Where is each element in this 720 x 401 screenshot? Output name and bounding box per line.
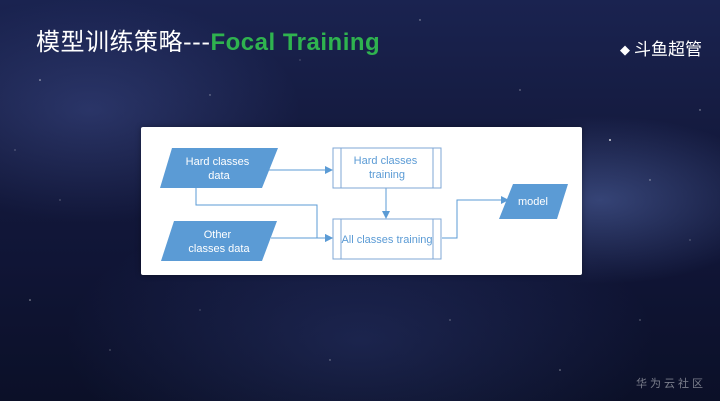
svg-text:Hard classes training: Hard classes training — [354, 155, 421, 181]
node-label: training — [369, 169, 405, 181]
node-hard-classes-training: Hard classes training — [332, 147, 442, 189]
node-all-classes-training: All classes training — [332, 218, 442, 260]
svg-text:Other classes data: Other classes data — [188, 229, 250, 255]
title-highlight: Focal Training — [210, 29, 381, 56]
node-hard-classes-data: Hard classes data — [160, 148, 278, 188]
node-other-classes-data: Other classes data — [161, 221, 277, 261]
node-label: data — [208, 170, 230, 182]
flowchart-panel: Hard classes data Other classes data mod… — [141, 127, 582, 275]
process-box — [332, 218, 442, 260]
svg-text:All classes training: All classes training — [341, 234, 432, 246]
slide-title: 模型训练策略---Focal Training — [36, 22, 380, 57]
brand-text: 斗鱼超管 — [634, 40, 702, 60]
data-parallelogram — [499, 184, 568, 219]
data-parallelogram — [160, 148, 278, 188]
title-prefix: 模型训练策略--- — [36, 28, 211, 56]
node-label: All classes training — [341, 234, 432, 246]
node-model: model — [499, 184, 568, 219]
node-label: classes data — [188, 243, 250, 255]
arrow-all-training-to-model — [442, 196, 509, 239]
svg-text:Hard classes data: Hard classes data — [186, 156, 253, 182]
flowchart: Hard classes data Other classes data mod… — [160, 147, 568, 261]
node-label: Hard classes — [186, 156, 250, 168]
brand-label: ◆ 斗鱼超管 — [620, 35, 702, 60]
node-label: model — [518, 196, 548, 208]
svg-text:model: model — [518, 196, 548, 208]
connectors — [195, 166, 509, 242]
diamond-bullet-icon: ◆ — [620, 43, 630, 58]
process-box — [332, 147, 442, 189]
data-parallelogram — [161, 221, 277, 261]
node-label: Other — [204, 229, 232, 241]
watermark: 华为云社区 — [636, 377, 706, 390]
node-label: Hard classes — [354, 155, 418, 167]
